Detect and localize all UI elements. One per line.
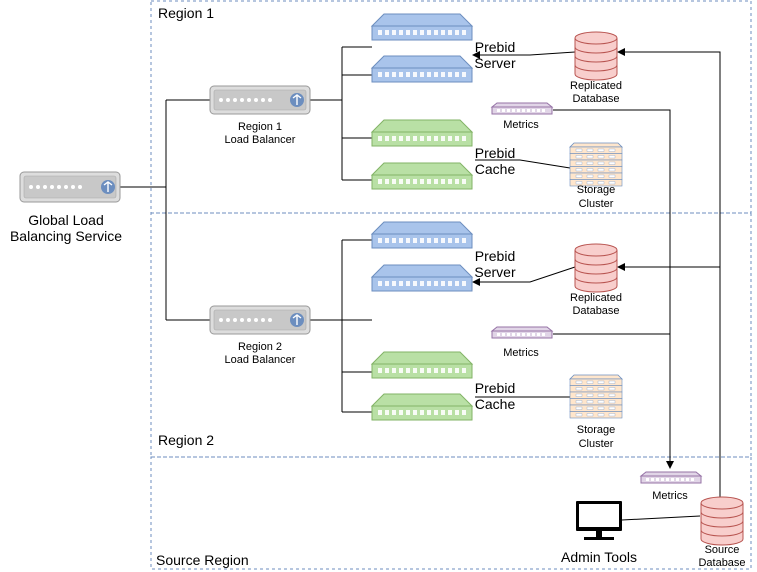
region-1-prebid-server-label-2: Server [474,55,516,71]
databases [574,31,744,546]
source-metrics-label: Metrics [652,490,688,502]
database-icon [574,31,618,81]
region-1-load-balancer: Region 1 Load Balancer [209,85,311,146]
region-1-lb-label-2: Load Balancer [225,134,296,146]
source-db-label-1: Source [705,544,740,556]
region-2-box [150,212,752,458]
load-balancer-icon [19,171,121,203]
region-2-prebid-cache-label-2: Cache [475,396,516,412]
server-rack-icon [370,162,474,190]
server-rack-icon [370,119,474,147]
server-rack-icon [370,55,474,83]
global-load-balancer: Global Load Balancing Service [10,171,122,244]
region-1-storage-label-1: Storage [577,184,616,196]
server-rack-icon [370,351,474,379]
region-1-title: Region 1 [158,5,214,21]
global-lb-label-2: Balancing Service [10,228,122,244]
source-region-title: Source Region [156,552,249,568]
metrics-icon [490,326,554,339]
region-1-prebid-server-label-1: Prebid [475,39,515,55]
region-2-lb-label-1: Region 2 [238,341,282,353]
region-1-prebid-cache-label-2: Cache [475,161,516,177]
metrics-icon [639,471,703,484]
source-db-label-2: Database [698,557,745,569]
arrow-lines [472,48,721,500]
region-2-metrics-label: Metrics [503,347,539,359]
metrics-icon [490,102,554,115]
server-rack-icon [370,393,474,421]
region-1-storage-label-2: Cluster [579,198,614,210]
server-racks [370,13,474,421]
region-1-replicated-db-label-1: Replicated [570,80,622,92]
region-1-replicated-db-label-2: Database [572,93,619,105]
database-icon [700,496,744,546]
region-2-storage-label-1: Storage [577,424,616,436]
region-2-prebid-server-label-1: Prebid [475,248,515,264]
region-1-lb-label-1: Region 1 [238,121,282,133]
metrics-units [490,102,703,484]
region-2-replicated-db-label-2: Database [572,305,619,317]
source-region-box [150,456,752,570]
region-2-lb-label-2: Load Balancer [225,354,296,366]
monitor-icon [576,501,622,540]
database-icon [574,243,618,293]
region-2-storage-label-2: Cluster [579,438,614,450]
region-2-replicated-db-label-1: Replicated [570,292,622,304]
server-rack-icon [370,264,474,292]
load-balancer-icon [209,85,311,115]
global-lb-label-1: Global Load [28,212,104,228]
server-rack-icon [370,221,474,249]
server-rack-icon [370,13,474,41]
storage-clusters [569,142,623,419]
region-1-metrics-label: Metrics [503,119,539,131]
region-2-prebid-server-label-2: Server [474,264,516,280]
admin-tools-label: Admin Tools [561,549,637,565]
connector-lines [120,46,701,521]
storage-cluster-icon [569,142,623,187]
region-2-title: Region 2 [158,432,214,448]
load-balancer-icon [209,305,311,335]
region-1-prebid-cache-label-1: Prebid [475,145,515,161]
storage-cluster-icon [569,374,623,419]
region-2-prebid-cache-label-1: Prebid [475,380,515,396]
region-2-load-balancer: Region 2 Load Balancer [209,305,311,366]
